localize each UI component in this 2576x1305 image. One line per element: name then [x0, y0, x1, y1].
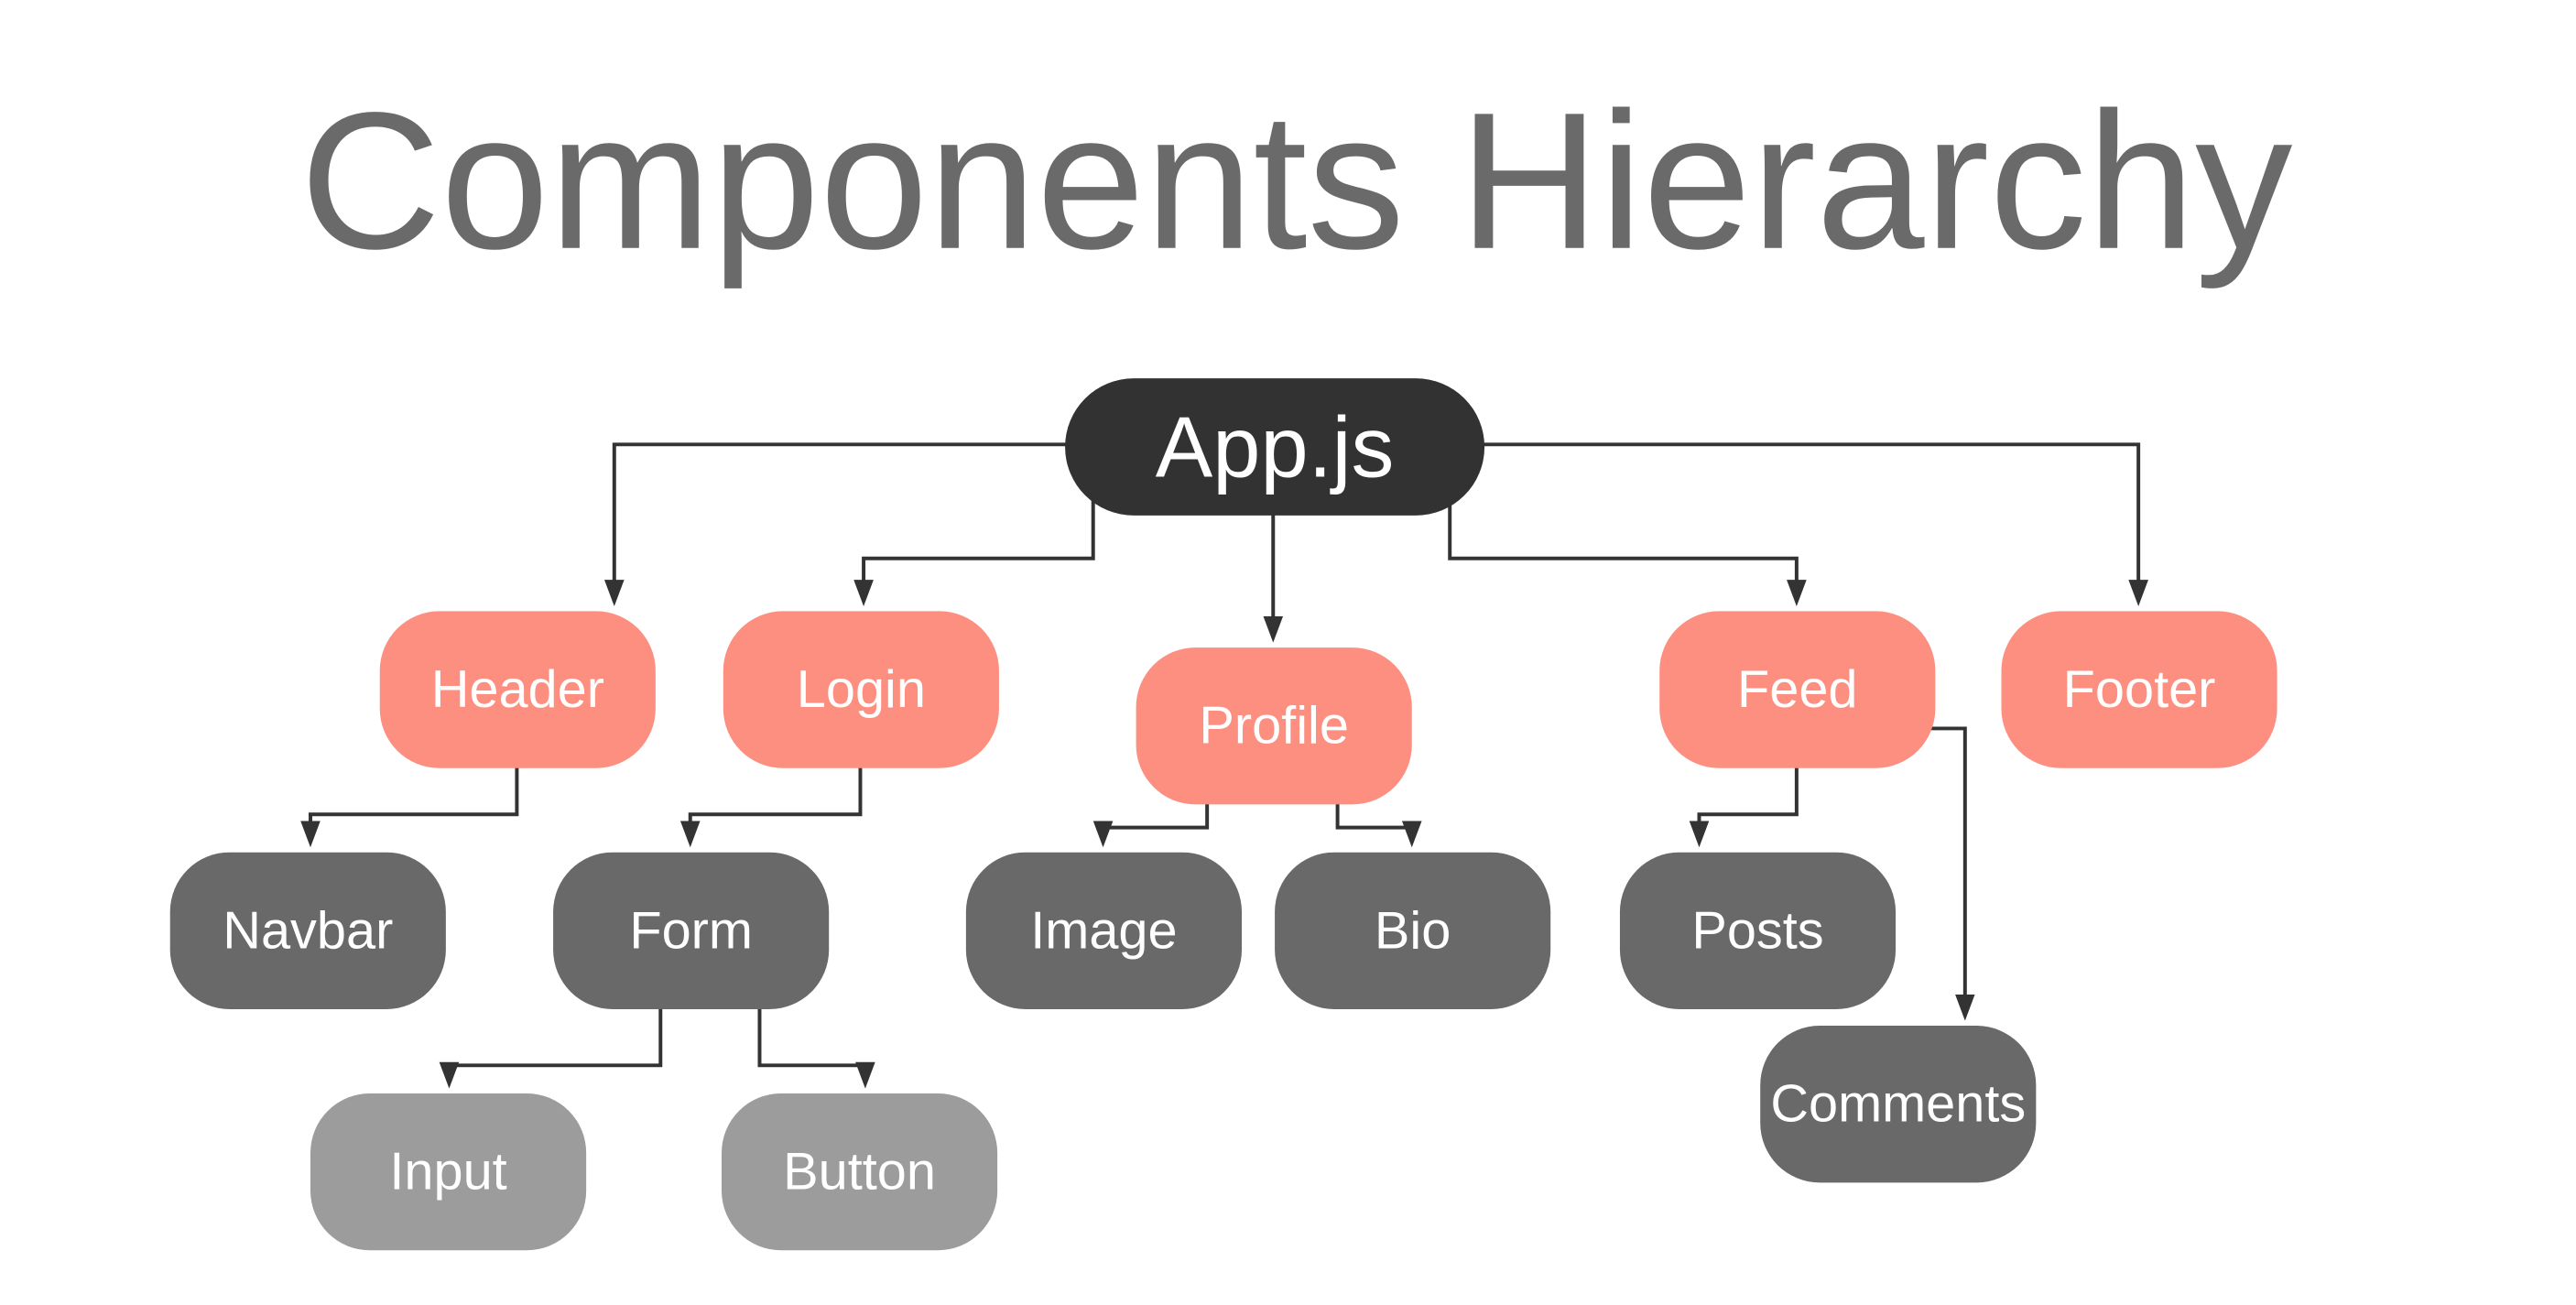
node-button-shape: [722, 1093, 998, 1251]
node-footer-label: Footer: [2063, 660, 2216, 719]
node-login-shape: [723, 611, 999, 768]
node-image-shape: [965, 852, 1243, 1009]
diagram-title: Components Hierarchy: [300, 72, 2293, 290]
node-form-shape: [553, 852, 830, 1009]
node-bio-label: Bio: [1375, 901, 1451, 960]
node-bio-shape: [1275, 852, 1551, 1009]
node-navbar-shape: [169, 852, 446, 1009]
node-input-shape: [310, 1093, 587, 1251]
node-posts-shape: [1619, 852, 1897, 1009]
node-footer: Footer: [2001, 611, 2277, 768]
node-input: Input: [310, 1093, 587, 1251]
node-bio: Bio: [1275, 852, 1551, 1009]
edge-header-navbar: [300, 763, 519, 848]
node-posts: Posts: [1619, 852, 1897, 1009]
edge-app-feed: [1448, 492, 1807, 607]
edge-profile-bio: [1335, 799, 1422, 848]
node-button: Button: [722, 1093, 998, 1251]
node-comments: Comments: [1760, 1026, 2037, 1183]
node-feed: Feed: [1659, 611, 1936, 768]
node-feed-shape: [1659, 611, 1936, 768]
node-profile: Profile: [1136, 647, 1412, 805]
node-comments-label: Comments: [1770, 1075, 2026, 1134]
node-profile-shape: [1136, 647, 1412, 805]
node-feed-label: Feed: [1737, 660, 1857, 719]
edge-profile-image: [1092, 799, 1210, 848]
node-form-label: Form: [629, 901, 753, 960]
node-image-label: Image: [1030, 901, 1177, 960]
edge-feed-posts: [1689, 763, 1799, 848]
node-header: Header: [379, 611, 656, 768]
node-button-label: Button: [783, 1143, 936, 1202]
node-login: Login: [723, 611, 999, 768]
node-footer-shape: [2001, 611, 2277, 768]
node-navbar-label: Navbar: [223, 901, 393, 960]
edge-app-footer: [1479, 442, 2148, 607]
node-input-label: Input: [389, 1143, 506, 1202]
edge-form-input: [439, 1004, 663, 1089]
node-posts-label: Posts: [1691, 901, 1823, 960]
node-image: Image: [965, 852, 1243, 1009]
node-header-label: Header: [431, 660, 604, 719]
node-login-label: Login: [797, 660, 926, 719]
edge-form-button: [757, 1004, 875, 1089]
node-app-shape: [1065, 378, 1485, 516]
edge-feed-comments: [1912, 726, 1975, 1021]
node-app: App.js: [1065, 378, 1485, 516]
node-comments-shape: [1760, 1026, 2037, 1183]
node-navbar: Navbar: [169, 852, 446, 1009]
node-app-label: App.js: [1156, 399, 1395, 495]
node-form: Form: [553, 852, 830, 1009]
edge-app-login: [853, 492, 1095, 607]
edge-app-header: [603, 442, 1071, 607]
node-profile-label: Profile: [1199, 697, 1349, 756]
node-header-shape: [379, 611, 656, 768]
edge-login-form: [679, 763, 863, 848]
